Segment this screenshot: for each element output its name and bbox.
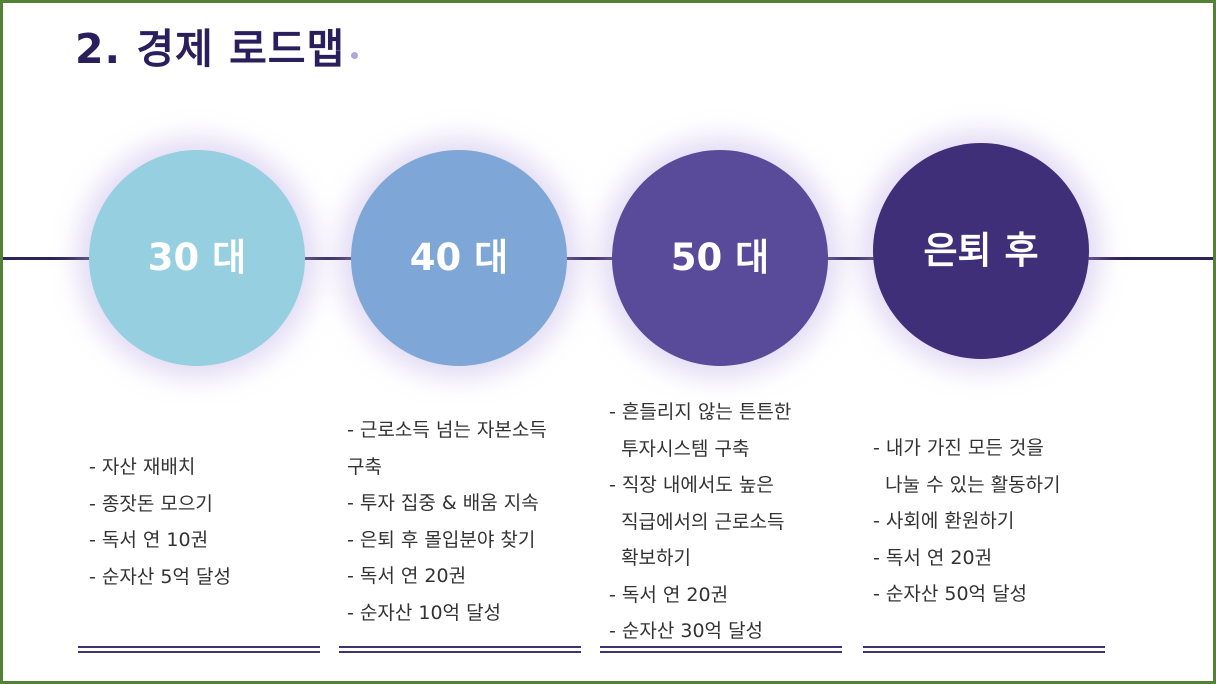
stage-circle-50s: 50 대 <box>612 150 828 366</box>
stage-label: 40 대 <box>409 236 509 279</box>
page-title: 2. 경제 로드맵 <box>75 21 359 77</box>
list-item: - 투자 집중 & 배움 지속 <box>347 492 539 514</box>
stage-items-40s: - 근로소득 넘는 자본소득 구축 - 투자 집중 & 배움 지속 - 은퇴 후… <box>347 412 547 631</box>
column-divider <box>600 646 842 653</box>
list-item: - 독서 연 20권 <box>873 546 993 569</box>
list-item: - 순자산 10억 달성 <box>347 601 502 624</box>
list-item: - 종잣돈 모으기 <box>89 492 213 515</box>
list-item: - 독서 연 10권 <box>89 529 209 551</box>
column-divider <box>339 646 581 653</box>
list-item: - 은퇴 후 몰입분야 찾기 <box>347 528 536 551</box>
list-item: - 사회에 환원하기 <box>873 510 1015 532</box>
page-title-text: 2. 경제 로드맵 <box>75 25 346 73</box>
column-divider <box>863 646 1105 653</box>
list-item: - 순자산 5억 달성 <box>89 565 231 588</box>
list-item: - 순자산 30억 달성 <box>609 620 764 642</box>
list-item: 확보하기 <box>609 547 691 569</box>
list-item: 구축 <box>347 455 382 478</box>
list-item: 투자시스템 구축 <box>609 437 750 460</box>
timeline-line <box>3 257 1213 260</box>
list-item: 나눌 수 있는 활동하기 <box>873 473 1061 496</box>
stage-label: 30 대 <box>147 236 247 279</box>
list-item: - 독서 연 20권 <box>347 565 467 587</box>
list-item: - 근로소득 넘는 자본소득 <box>347 419 547 441</box>
stage-label: 50 대 <box>670 236 770 279</box>
list-item: - 흔들리지 않는 튼튼한 <box>609 401 792 423</box>
title-dot <box>351 52 359 59</box>
stage-circle-40s: 40 대 <box>351 150 567 366</box>
list-item: - 직장 내에서도 높은 <box>609 474 774 496</box>
stage-circle-30s: 30 대 <box>89 150 305 366</box>
stage-circle-retirement: 은퇴 후 <box>873 143 1089 359</box>
stage-items-50s: - 흔들리지 않는 튼튼한 투자시스템 구축 - 직장 내에서도 높은 직급에서… <box>609 394 791 650</box>
column-divider <box>78 646 320 653</box>
list-item: - 내가 가진 모든 것을 <box>873 437 1044 459</box>
list-item: 직급에서의 근로소득 <box>609 510 785 533</box>
list-item: - 자산 재배치 <box>89 456 196 478</box>
stage-items-30s: - 자산 재배치 - 종잣돈 모으기 - 독서 연 10권 - 순자산 5억 달… <box>89 449 231 595</box>
stage-label: 은퇴 후 <box>923 229 1039 272</box>
stage-items-retirement: - 내가 가진 모든 것을 나눌 수 있는 활동하기 - 사회에 환원하기 - … <box>873 430 1061 613</box>
list-item: - 순자산 50억 달성 <box>873 583 1028 605</box>
list-item: - 독서 연 20권 <box>609 583 729 606</box>
